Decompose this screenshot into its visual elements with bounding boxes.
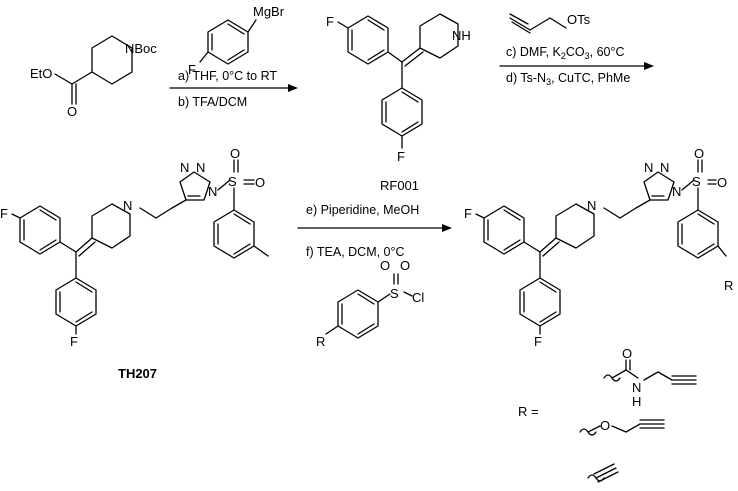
product-r-label: R (724, 278, 733, 293)
boc-label: NBoc (125, 41, 157, 56)
product-structure: F N N N N S O O R F (464, 146, 733, 349)
reaction-arrow-2: c) DMF, K2CO3, 60°C d) Ts-N3, CuTC, PhMe (499, 45, 654, 87)
ethoxy-label: EtO (30, 66, 52, 81)
th207-sulfonyl-o1: O (230, 146, 240, 161)
product-upper-fluorine: F (464, 206, 472, 221)
th207-triazole-n1: N (180, 160, 189, 175)
th207-lower-fluorine: F (70, 334, 78, 349)
reaction-arrow-3: e) Piperidine, MeOH f) TEA, DCM, 0°C (297, 203, 452, 259)
th207-structure: F N N N N S O O (0, 146, 269, 381)
amide-nitrogen: N (632, 380, 641, 395)
condition-b: b) TFA/DCM (178, 95, 247, 109)
product-triazole-n3: N (672, 184, 681, 199)
r-option-propargyl-amide: O N H (603, 346, 697, 409)
mgbr-label: MgBr (253, 4, 285, 19)
amide-hydrogen: H (632, 394, 641, 409)
product-triazole-n2: N (660, 160, 669, 175)
condition-a: a) THF, 0°C to RT (178, 69, 277, 83)
condition-d: d) Ts-N3, CuTC, PhMe (506, 71, 630, 87)
grignard-fluorine-label: F (188, 62, 196, 77)
rf001-nh-label: NH (452, 28, 471, 43)
reagent-chlorine: Cl (412, 290, 424, 305)
product-piperidine-n: N (587, 198, 596, 213)
sulfonyl-chloride-reagent: R S O O Cl (316, 258, 424, 349)
product-sulfur: S (692, 174, 701, 189)
reagent-r-label: R (316, 334, 325, 349)
th207-sulfur: S (228, 174, 237, 189)
th207-compound-label: TH207 (118, 366, 157, 381)
th207-triazole-n3: N (208, 184, 217, 199)
product-lower-fluorine: F (534, 334, 542, 349)
reagent-o2: O (400, 258, 410, 273)
butynyl-tosylate: OTs (509, 12, 591, 34)
ots-label: OTs (567, 12, 591, 27)
product-sulfonyl-o1: O (694, 146, 704, 161)
boc-piperidine-ester: NBoc EtO O (30, 35, 157, 119)
r-equals-label: R = (518, 404, 539, 419)
rf001-compound-label: RF001 (380, 178, 419, 193)
th207-piperidine-n: N (123, 198, 132, 213)
r-option-ethynyl (587, 463, 619, 483)
grignard-reagent: MgBr F (188, 4, 285, 77)
condition-c: c) DMF, K2CO3, 60°C (506, 45, 625, 61)
th207-upper-fluorine: F (0, 206, 8, 221)
th207-sulfonyl-o2: O (255, 175, 265, 190)
th207-triazole-n2: N (196, 160, 205, 175)
carbonyl-oxygen-label: O (67, 104, 77, 119)
amide-oxygen: O (622, 346, 632, 361)
rf001-structure: F NH F RF001 (326, 13, 471, 193)
reaction-arrow-1: a) THF, 0°C to RT b) TFA/DCM (169, 69, 298, 109)
rf001-upper-fluorine: F (326, 14, 334, 29)
reagent-o1: O (380, 258, 390, 273)
r-group-definitions: R = O N H O (518, 346, 697, 483)
product-triazole-n1: N (644, 160, 653, 175)
r-option-propargyl-ether: O (579, 418, 665, 436)
reagent-sulfur: S (390, 286, 399, 301)
ether-oxygen: O (600, 418, 610, 433)
condition-f: f) TEA, DCM, 0°C (306, 245, 405, 259)
condition-e: e) Piperidine, MeOH (306, 203, 419, 217)
rf001-lower-fluorine: F (397, 149, 405, 164)
product-sulfonyl-o2: O (717, 175, 727, 190)
